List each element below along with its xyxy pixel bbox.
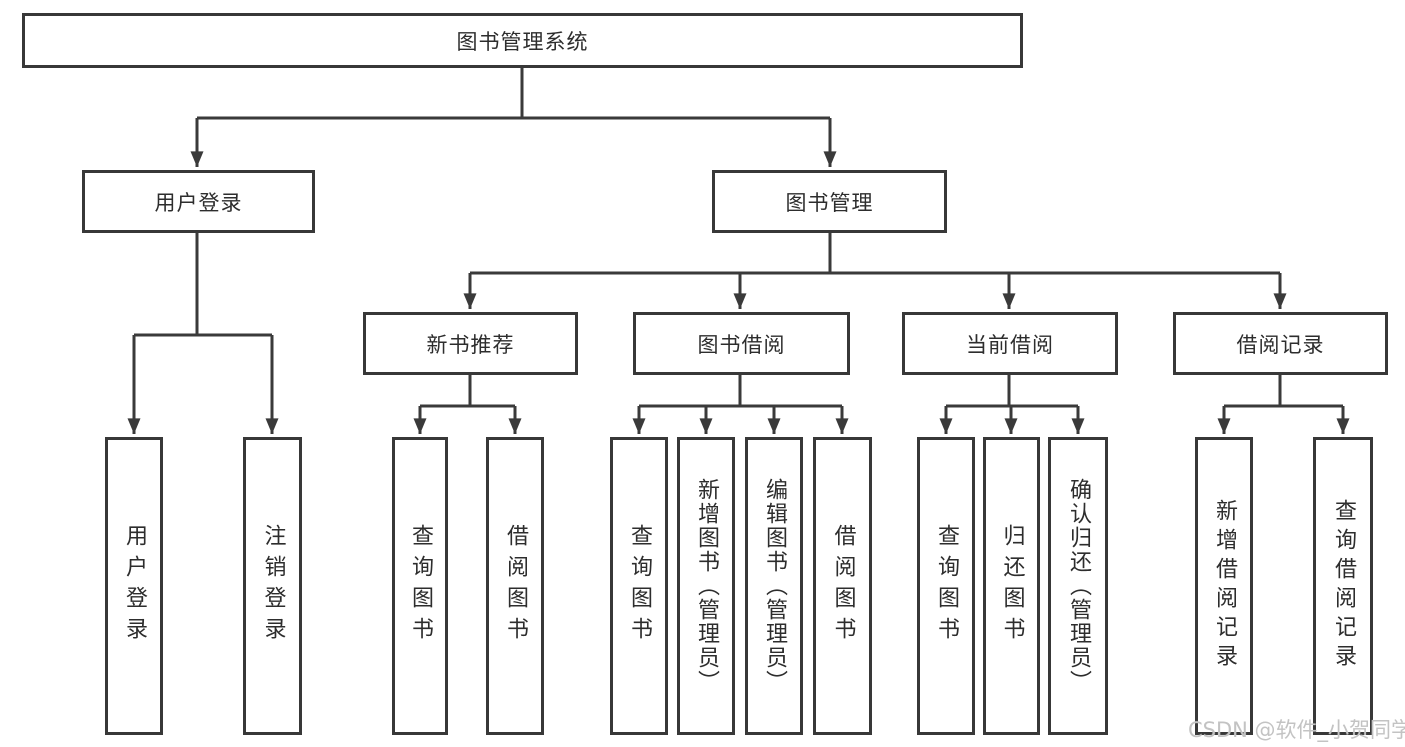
connector-user-login-split — [134, 233, 272, 337]
leaf-query-borrow-record: 查询借阅记录 — [1313, 437, 1373, 735]
connector-book-mgmt-split — [470, 233, 1280, 275]
leaf-return-book-label: 归还图书 — [999, 524, 1025, 648]
leaf-edit-book-admin: 编辑图书（管理员） — [745, 437, 803, 735]
leaf-current-query-label: 查询图书 — [934, 524, 959, 648]
leaf-return-book: 归还图书 — [983, 437, 1040, 735]
leaf-add-borrow-record: 新增借阅记录 — [1195, 437, 1253, 735]
leaf-add-book-admin: 新增图书（管理员） — [677, 437, 735, 735]
node-root-system-label: 图书管理系统 — [456, 29, 589, 54]
leaf-logout-label: 注销登录 — [260, 524, 286, 648]
leaf-borrow-book-label: 借阅图书 — [830, 524, 856, 648]
leaf-new-books-borrow-label: 借阅图书 — [503, 524, 528, 648]
leaf-new-books-borrow: 借阅图书 — [486, 437, 544, 735]
leaf-user-login: 用户登录 — [105, 437, 163, 735]
connector-current-borrow-split — [946, 375, 1078, 408]
connector-borrow-records-split — [1224, 375, 1343, 408]
leaf-new-books-query-label: 查询图书 — [408, 524, 433, 648]
leaf-user-login-label: 用户登录 — [122, 524, 147, 648]
node-book-mgmt-label: 图书管理 — [785, 190, 874, 215]
node-book-borrow-label: 图书借阅 — [697, 332, 786, 357]
leaf-borrow-query-label: 查询图书 — [627, 524, 652, 648]
node-current-borrow-label: 当前借阅 — [966, 332, 1054, 357]
connector-root-split — [197, 68, 830, 120]
node-borrow-records-label: 借阅记录 — [1236, 332, 1325, 357]
connector-book-borrow-split — [639, 375, 842, 408]
node-user-login: 用户登录 — [82, 170, 315, 233]
leaf-edit-book-admin-label: 编辑图书（管理员） — [762, 478, 787, 694]
leaf-confirm-return-admin-label: 确认归还（管理员） — [1066, 478, 1091, 694]
node-book-borrow: 图书借阅 — [633, 312, 850, 375]
node-new-books: 新书推荐 — [363, 312, 578, 375]
node-new-books-label: 新书推荐 — [426, 332, 515, 357]
leaf-add-borrow-record-label: 新增借阅记录 — [1212, 499, 1237, 673]
leaf-borrow-book: 借阅图书 — [813, 437, 872, 735]
node-book-mgmt: 图书管理 — [712, 170, 947, 233]
node-root-system: 图书管理系统 — [22, 13, 1023, 68]
leaf-current-query: 查询图书 — [917, 437, 975, 735]
node-user-login-label: 用户登录 — [154, 190, 243, 215]
node-current-borrow: 当前借阅 — [902, 312, 1118, 375]
csdn-watermark: CSDN @软件_小贺同学 — [1188, 718, 1405, 742]
leaf-add-book-admin-label: 新增图书（管理员） — [694, 478, 719, 694]
connector-new-books-split — [420, 375, 515, 408]
node-borrow-records: 借阅记录 — [1173, 312, 1388, 375]
leaf-new-books-query: 查询图书 — [392, 437, 448, 735]
leaf-confirm-return-admin: 确认归还（管理员） — [1048, 437, 1108, 735]
leaf-borrow-query: 查询图书 — [610, 437, 668, 735]
leaf-logout: 注销登录 — [243, 437, 302, 735]
leaf-query-borrow-record-label: 查询借阅记录 — [1331, 499, 1356, 673]
